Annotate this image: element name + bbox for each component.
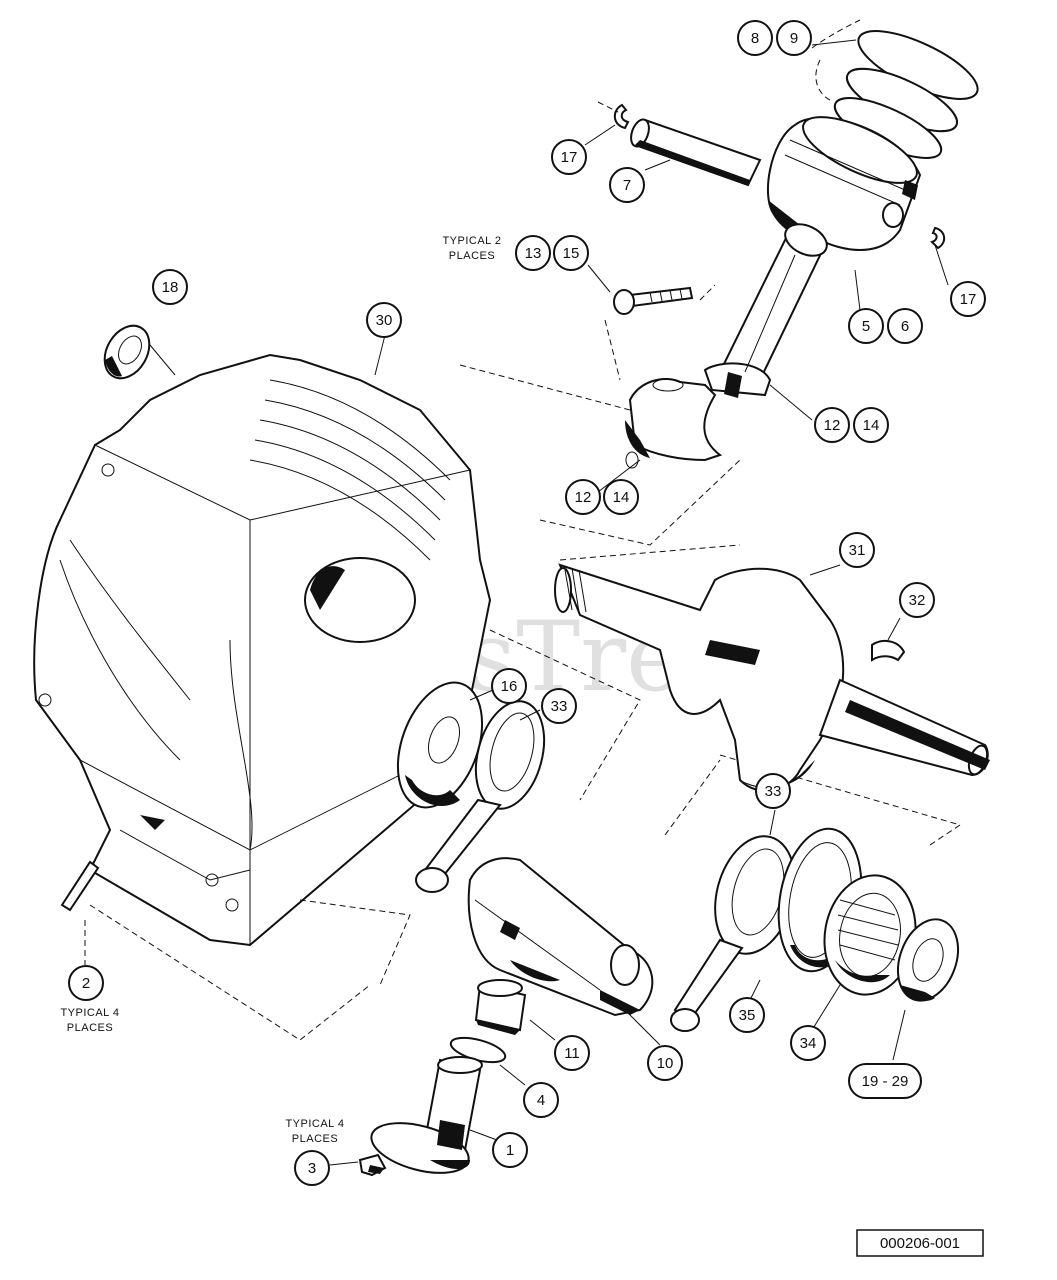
note-typical-4-left-line2: PLACES — [67, 1022, 113, 1034]
svg-text:10: 10 — [657, 1055, 674, 1072]
callout-12-left[interactable]: 12 — [565, 479, 601, 515]
svg-text:1: 1 — [506, 1142, 514, 1159]
bushing-part — [474, 979, 527, 1035]
screw-part — [358, 1153, 387, 1177]
svg-text:32: 32 — [909, 592, 926, 609]
svg-text:12: 12 — [575, 489, 592, 506]
svg-text:19 - 29: 19 - 29 — [862, 1073, 909, 1090]
leader-lines — [84, 39, 949, 1166]
balancer-shaft-part — [370, 1056, 483, 1174]
piston-pin-part — [630, 118, 762, 187]
callout-33-left[interactable]: 33 — [541, 688, 577, 724]
balancer-weight-part — [467, 857, 654, 1017]
balancer-link-left-part — [415, 700, 546, 893]
callout-18[interactable]: 18 — [152, 269, 188, 305]
callout-34[interactable]: 34 — [790, 1025, 826, 1061]
svg-text:31: 31 — [849, 542, 866, 559]
balancer-link-right-part — [670, 835, 796, 1032]
piston-part — [767, 116, 922, 251]
svg-text:34: 34 — [800, 1035, 817, 1052]
svg-text:14: 14 — [863, 417, 880, 434]
callout-2[interactable]: 2 — [68, 965, 104, 1001]
drawing-number: 000206-001 — [880, 1235, 960, 1252]
retaining-ring-left — [613, 103, 630, 130]
callout-7[interactable]: 7 — [609, 167, 645, 203]
callout-9[interactable]: 9 — [776, 20, 812, 56]
svg-text:18: 18 — [162, 279, 179, 296]
svg-text:2: 2 — [82, 975, 90, 992]
note-typical-4-bottom-line2: PLACES — [292, 1133, 338, 1145]
callout-5[interactable]: 5 — [848, 308, 884, 344]
callout-17-top[interactable]: 17 — [551, 139, 587, 175]
thrust-washer-part — [396, 681, 484, 809]
piston-rings-part — [811, 19, 979, 159]
svg-text:11: 11 — [564, 1045, 580, 1062]
svg-text:33: 33 — [551, 698, 568, 715]
note-typical-2-line2: PLACES — [449, 250, 495, 262]
callout-6[interactable]: 6 — [887, 308, 923, 344]
svg-text:6: 6 — [901, 318, 909, 335]
callout-31[interactable]: 31 — [839, 532, 875, 568]
svg-text:17: 17 — [960, 291, 977, 308]
thrust-washer-right-part — [897, 918, 959, 1002]
callout-15[interactable]: 15 — [553, 235, 589, 271]
svg-text:8: 8 — [751, 30, 759, 47]
callout-3[interactable]: 3 — [294, 1150, 330, 1186]
svg-text:9: 9 — [790, 30, 798, 47]
key-part — [871, 639, 906, 662]
svg-text:35: 35 — [739, 1007, 756, 1024]
svg-text:3: 3 — [308, 1160, 316, 1177]
callout-17-right[interactable]: 17 — [950, 281, 986, 317]
svg-text:7: 7 — [623, 177, 631, 194]
governor-gear-part — [823, 874, 917, 996]
svg-text:15: 15 — [563, 245, 580, 262]
svg-text:30: 30 — [376, 312, 393, 329]
connecting-rod-part — [703, 223, 828, 398]
callout-11[interactable]: 11 — [554, 1035, 590, 1071]
callout-4[interactable]: 4 — [523, 1082, 559, 1118]
callout-14-left[interactable]: 14 — [603, 479, 639, 515]
svg-text:12: 12 — [824, 417, 841, 434]
drawing-number-box: 000206-001 — [856, 1229, 984, 1257]
callout-8[interactable]: 8 — [737, 20, 773, 56]
note-typical-2-line1: TYPICAL 2 — [442, 235, 501, 247]
svg-text:4: 4 — [537, 1092, 545, 1109]
svg-text:16: 16 — [501, 678, 518, 695]
retaining-ring-right — [930, 226, 946, 250]
callout-12-right[interactable]: 12 — [814, 407, 850, 443]
svg-text:17: 17 — [561, 149, 578, 166]
callout-32[interactable]: 32 — [899, 582, 935, 618]
crankcase-part — [33, 353, 492, 947]
callout-13[interactable]: 13 — [515, 235, 551, 271]
oil-seal-part — [103, 324, 151, 380]
callout-1[interactable]: 1 — [492, 1132, 528, 1168]
svg-text:33: 33 — [765, 783, 782, 800]
crankshaft-part — [554, 563, 990, 792]
stud-part — [60, 860, 100, 960]
rod-bolt-part — [613, 286, 694, 315]
note-typical-4-left-line1: TYPICAL 4 — [60, 1007, 119, 1019]
callout-33-right[interactable]: 33 — [755, 773, 791, 809]
callout-14-right[interactable]: 14 — [853, 407, 889, 443]
callout-16[interactable]: 16 — [491, 668, 527, 704]
svg-text:5: 5 — [862, 318, 870, 335]
connecting-rod-cap-part — [625, 378, 723, 469]
svg-text:13: 13 — [525, 245, 542, 262]
callout-35[interactable]: 35 — [729, 997, 765, 1033]
callout-19-29[interactable]: 19 - 29 — [848, 1063, 922, 1099]
note-typical-4-bottom-line1: TYPICAL 4 — [285, 1118, 344, 1130]
svg-text:14: 14 — [613, 489, 630, 506]
callout-30[interactable]: 30 — [366, 302, 402, 338]
callout-10[interactable]: 10 — [647, 1045, 683, 1081]
